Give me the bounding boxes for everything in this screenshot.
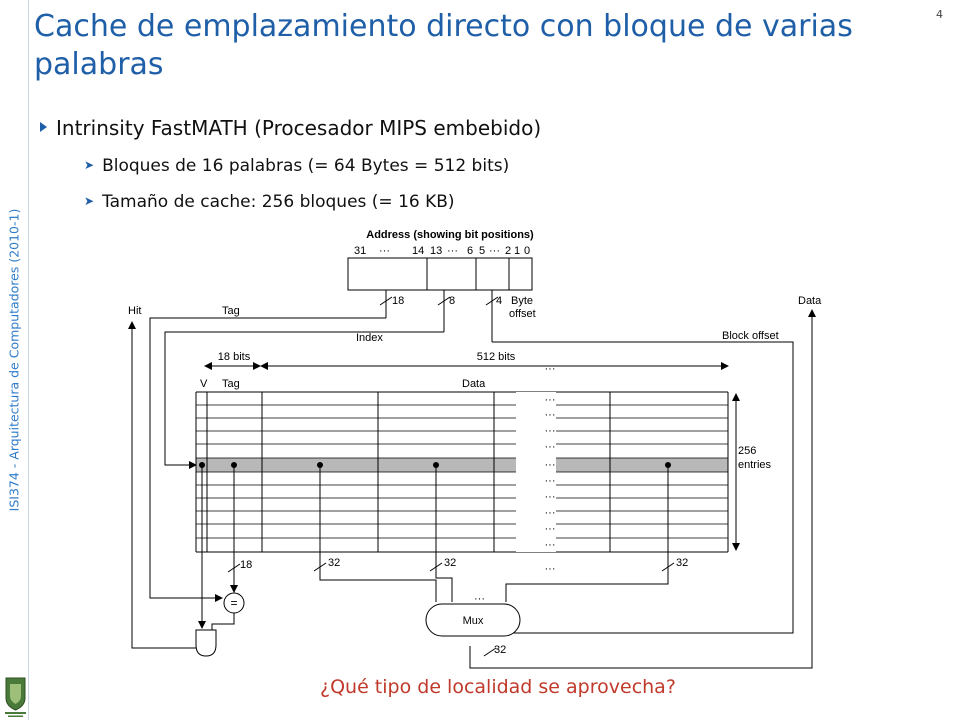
bullet-level2: ➤ Tamaño de cache: 256 bloques (= 16 KB)	[84, 192, 455, 212]
tag-width: 18	[392, 295, 404, 307]
table-ellipses: ··· ··· ··· ··· ··· ··· ··· ··· ··· ··· …	[545, 363, 556, 575]
word-width: 32	[444, 557, 456, 569]
entries-label: entries	[738, 459, 772, 471]
comparator-symbol: =	[230, 596, 237, 610]
cache-table: ··· ··· ··· ··· ··· ··· ··· ··· ··· ··· …	[195, 363, 729, 575]
bullet-level1-text: Intrinsity FastMATH (Procesador MIPS emb…	[56, 116, 542, 140]
bit-label: 0	[524, 245, 530, 257]
word-width: 32	[328, 557, 340, 569]
ellipsis: ···	[545, 523, 556, 535]
bit-label: 14	[412, 245, 424, 257]
mux-output-width: 32	[494, 644, 506, 656]
mux-ellipsis: ···	[474, 593, 485, 605]
ellipsis: ···	[545, 475, 556, 487]
ellipsis: ···	[545, 425, 556, 437]
ellipsis: ···	[545, 394, 556, 406]
bullet-level2-text: Bloques de 16 palabras (= 64 Bytes = 512…	[102, 156, 510, 176]
valid-column-label: V	[200, 378, 208, 390]
byte-offset-label: offset	[509, 308, 536, 320]
entries-count: 256	[738, 445, 756, 457]
bit-label: ···	[489, 245, 500, 257]
bullet-level2-text: Tamaño de cache: 256 bloques (= 16 KB)	[102, 192, 455, 212]
and-gate	[195, 629, 217, 657]
bullet-level2: ➤ Bloques de 16 palabras (= 64 Bytes = 51…	[84, 156, 509, 176]
sidebar: ISI374 - Arquitectura de Computadores (2…	[0, 0, 29, 720]
bit-label: 1	[514, 245, 520, 257]
data-column-label: Data	[462, 378, 486, 390]
tag-bits-label: 18 bits	[218, 351, 251, 363]
address-register	[347, 257, 533, 291]
bit-position-labels: 31 ··· 14 13 ··· 6 5 ··· 2 1 0	[354, 245, 530, 257]
bit-label: 13	[430, 245, 442, 257]
slide-title: Cache de emplazamiento directo con bloqu…	[34, 9, 853, 82]
university-logo	[5, 677, 26, 717]
bit-label: 31	[354, 245, 366, 257]
mux	[425, 603, 521, 637]
selected-cache-row	[196, 458, 728, 472]
ellipsis: ···	[545, 491, 556, 503]
bit-label: ···	[379, 245, 390, 257]
ellipsis: ···	[545, 507, 556, 519]
bit-label: 6	[467, 245, 473, 257]
ellipsis: ···	[545, 539, 556, 551]
ellipsis: ···	[545, 459, 556, 471]
index-width: 8	[449, 295, 455, 307]
bullet-level1: Intrinsity FastMATH (Procesador MIPS emb…	[40, 116, 541, 140]
tag-compare-width: 18	[240, 559, 252, 571]
bullet-arrow-icon: ➤	[84, 158, 95, 172]
ellipsis: ···	[545, 409, 556, 421]
data-output-label: Data	[798, 295, 822, 307]
ellipsis: ···	[545, 563, 556, 575]
bit-label: 5	[479, 245, 485, 257]
bit-label: ···	[447, 245, 458, 257]
ellipsis: ···	[545, 363, 556, 375]
tag-wire-label: Tag	[222, 305, 240, 317]
data-bits-label: 512 bits	[477, 351, 516, 363]
byte-offset-label: Byte	[511, 295, 533, 307]
word-width: 32	[676, 557, 688, 569]
block-offset-width: 4	[496, 295, 502, 307]
question-text: ¿Qué tipo de localidad se aprovecha?	[320, 676, 676, 698]
bullet-arrow-icon: ➤	[84, 194, 95, 208]
bullet-triangle-icon	[40, 122, 47, 132]
sidebar-divider	[28, 0, 29, 720]
bit-label: 2	[505, 245, 511, 257]
tag-column-label: Tag	[222, 378, 240, 390]
mux-label: Mux	[463, 615, 484, 627]
ellipsis: ···	[545, 441, 556, 453]
block-offset-wire-label: Block offset	[722, 330, 779, 342]
slide-number: 4	[936, 8, 943, 21]
index-wire-label: Index	[356, 332, 383, 344]
address-title: Address (showing bit positions)	[366, 229, 534, 241]
hit-label: Hit	[128, 305, 141, 317]
